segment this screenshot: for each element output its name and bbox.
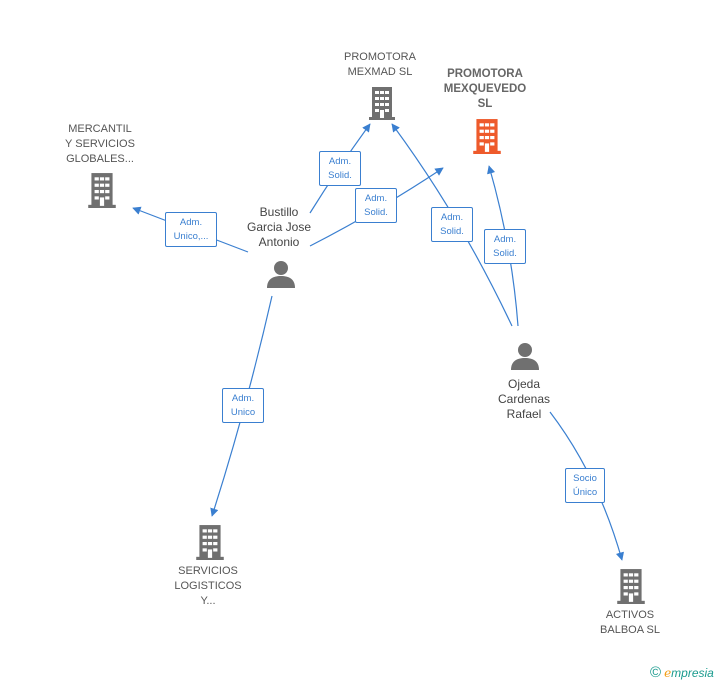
edge-label-ojeda-mexmad[interactable]: Adm. Solid. xyxy=(431,207,473,242)
person-label-bustillo[interactable]: Bustillo Garcia Jose Antonio xyxy=(246,205,312,249)
building-icon-highlight[interactable] xyxy=(472,118,502,159)
person-label-ojeda[interactable]: Ojeda Cardenas Rafael xyxy=(497,377,551,421)
company-label-mexmad[interactable]: PROMOTORA MEXMAD SL xyxy=(344,51,416,78)
building-icon[interactable] xyxy=(87,172,117,213)
edge-label-ojeda-activos[interactable]: Socio Único xyxy=(565,468,605,503)
copyright-icon: © xyxy=(650,664,662,681)
company-label-mexquevedo[interactable]: PROMOTORA MEXQUEVEDO SL xyxy=(443,68,527,110)
company-label-servicios[interactable]: SERVICIOS LOGISTICOS Y... xyxy=(174,565,242,607)
brand-e: e xyxy=(664,666,672,680)
building-icon[interactable] xyxy=(195,524,225,565)
edge-label-bustillo-mercantil[interactable]: Adm. Unico,... xyxy=(165,212,217,247)
company-label-activos[interactable]: ACTIVOS BALBOA SL xyxy=(600,609,660,636)
brand-logo: ©empresia xyxy=(650,664,714,681)
building-icon[interactable] xyxy=(368,86,396,125)
building-icon[interactable] xyxy=(616,568,646,609)
brand-name: mpresia xyxy=(671,666,714,680)
edge-label-bustillo-servicios[interactable]: Adm. Unico xyxy=(222,388,264,423)
edge-label-ojeda-mexquevedo[interactable]: Adm. Solid. xyxy=(484,229,526,264)
edge-label-bustillo-mexquevedo[interactable]: Adm. Solid. xyxy=(355,188,397,223)
company-label-mercantil[interactable]: MERCANTIL Y SERVICIOS GLOBALES... xyxy=(65,123,135,165)
person-icon[interactable] xyxy=(266,259,296,294)
edge-label-bustillo-mexmad[interactable]: Adm. Solid. xyxy=(319,151,361,186)
person-icon[interactable] xyxy=(510,341,540,376)
